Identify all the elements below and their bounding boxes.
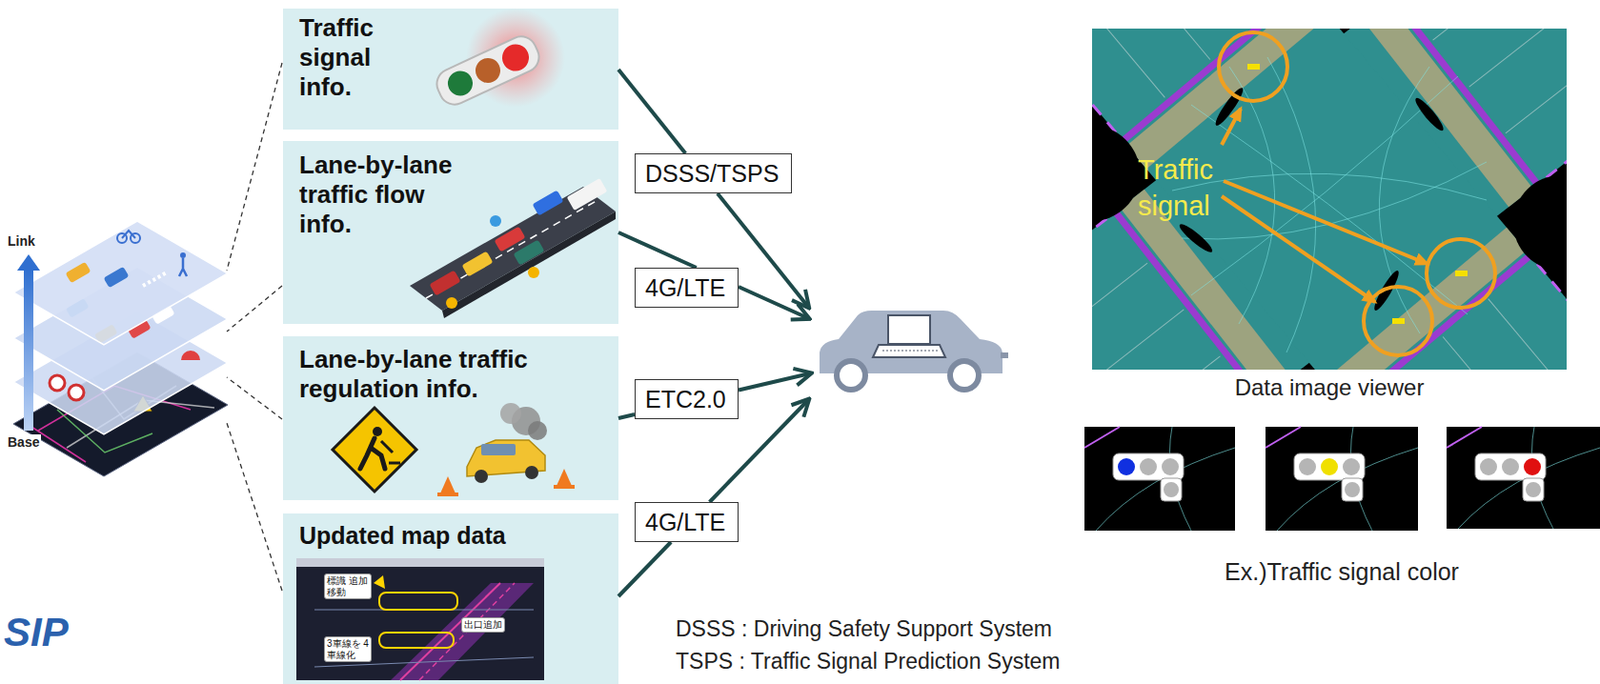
- signal-thumbnail-green: [1084, 426, 1236, 531]
- link-icons: [65, 230, 187, 288]
- link-line: [618, 69, 686, 154]
- map-annotation: 3車線を 4車線化: [324, 636, 372, 663]
- dashed-leaders: [226, 62, 283, 591]
- text-label: Base: [5, 434, 41, 450]
- hierarchy-arrow: [23, 268, 34, 431]
- channel-name: DSSS/TSPS: [645, 159, 779, 188]
- sign-icon: [68, 384, 84, 401]
- channel-label-box: 4G/LTE: [634, 502, 739, 543]
- text-label: Data image viewer: [1092, 374, 1567, 402]
- info-heading: Lane-by-lane traffic flow info.: [299, 150, 471, 241]
- layer-stack: [13, 221, 228, 477]
- signal-thumbnail-red: [1446, 426, 1600, 529]
- link-line: [618, 542, 671, 597]
- info-heading: Updated map data: [299, 521, 614, 550]
- connected-car: [819, 310, 1009, 390]
- delivery-arrow: [738, 286, 809, 319]
- channel-name: ETC2.0: [645, 384, 727, 414]
- info-heading: Lane-by-lane traffic regulation info.: [299, 344, 586, 405]
- link-line: [618, 414, 635, 419]
- text-label: SIP: [3, 609, 69, 656]
- text-label: Link: [5, 233, 38, 249]
- callout-arrows: [1221, 108, 1428, 303]
- text-label: DSSS : Driving Safety Support System: [675, 616, 1053, 643]
- text-label: Ex.)Traffic signal color: [1151, 558, 1533, 587]
- data-image-viewer: [922, 0, 1600, 596]
- link-line: [618, 232, 697, 268]
- link-layer: [13, 221, 228, 345]
- info-band: Lane-by-lane traffic regulation info.: [283, 336, 619, 501]
- map-annotation: 出口追加: [461, 617, 506, 633]
- text-label: TSPS : Traffic Signal Prediction System: [675, 648, 1061, 675]
- map-annotation: 標識 追加移動: [324, 573, 372, 600]
- delivery-arrow: [738, 373, 811, 391]
- weather-icon: [181, 350, 201, 361]
- text-label: Traffic signal: [1137, 152, 1224, 224]
- channel-label-box: ETC2.0: [634, 379, 739, 420]
- channel-name: 4G/LTE: [645, 273, 726, 303]
- info-heading: Traffic signal info.: [299, 13, 405, 103]
- signal-thumbnail-yellow: [1265, 426, 1418, 531]
- channel-name: 4G/LTE: [645, 507, 726, 537]
- channel-label-box: 4G/LTE: [634, 267, 739, 308]
- sign-icon: [49, 375, 65, 391]
- channel-label-box: DSSS/TSPS: [634, 153, 792, 194]
- signal-callouts: [1218, 32, 1496, 356]
- hierarchy-arrow-head: [17, 254, 41, 271]
- map-screenshot: [296, 558, 545, 681]
